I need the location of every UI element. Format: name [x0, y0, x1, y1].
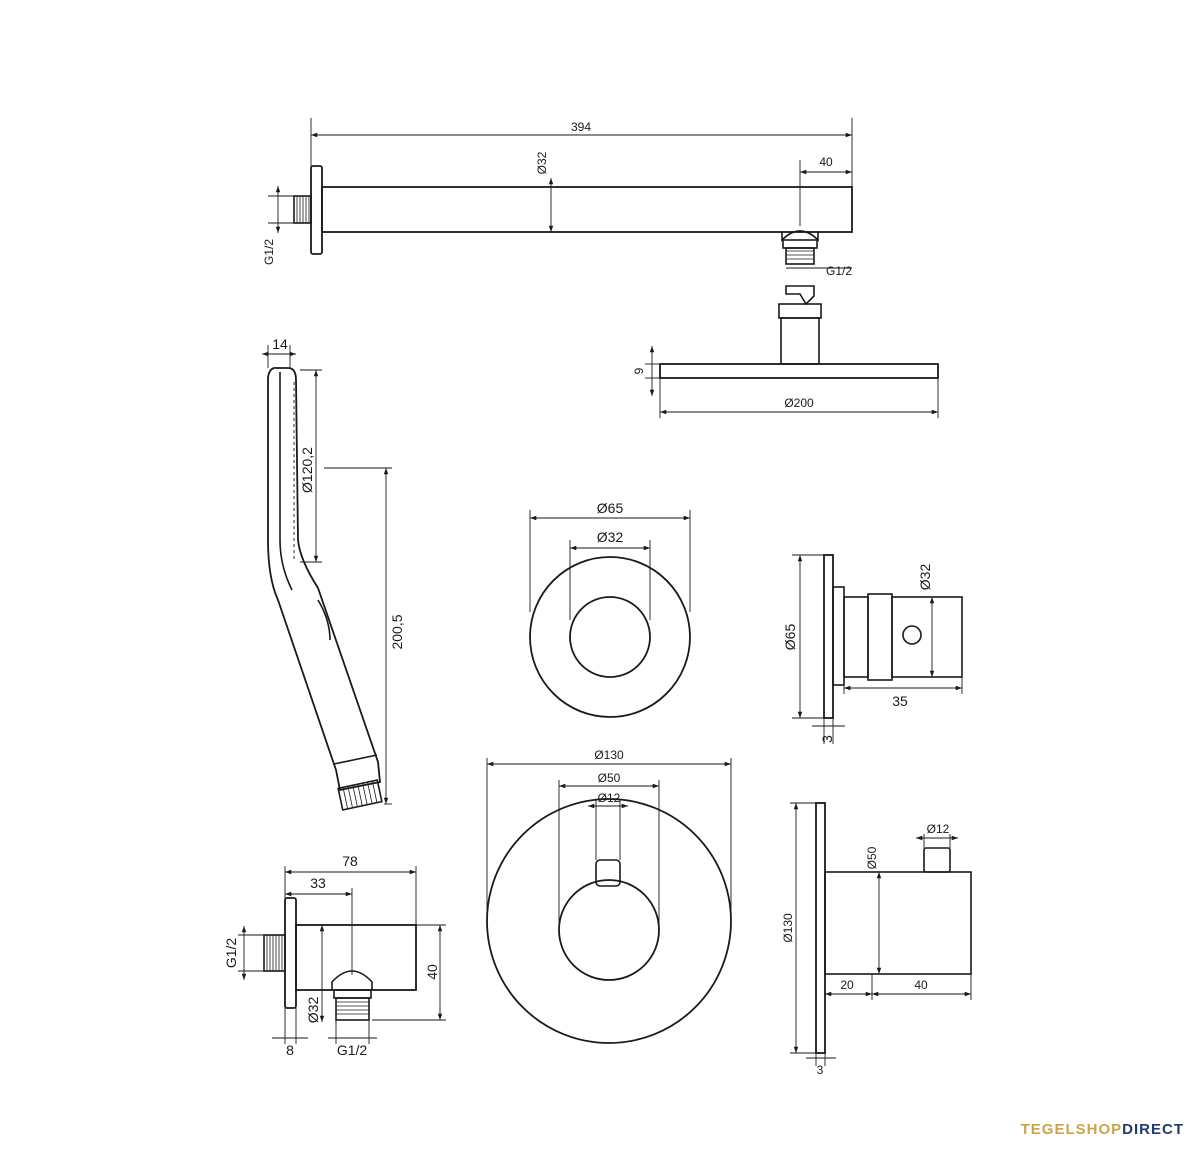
thermo-side-depth-b-label: 40 — [914, 978, 928, 992]
valve-depth-label: 35 — [892, 693, 908, 709]
shower-arm: 394 Ø32 40 G1/2 G1/2 — [262, 118, 853, 278]
thermo-spindle-label: Ø12 — [598, 791, 621, 805]
arm-outlet-offset-label: 40 — [819, 155, 833, 169]
hand-shower: 14 Ø120,2 200,5 — [262, 336, 405, 811]
elbow-outlet-thread-label: G1/2 — [337, 1042, 368, 1058]
thermo-side-spindle-label: Ø12 — [927, 822, 950, 836]
thermo-side-body-label: Ø50 — [865, 846, 879, 869]
brand-logo[interactable]: TEGELSHOPDIRECT — [1021, 1121, 1184, 1138]
arm-outlet-thread-label: G1/2 — [826, 264, 852, 278]
hand-shower-thread — [342, 781, 378, 809]
elbow-outlet-diameter-label: Ø32 — [305, 997, 321, 1024]
elbow-offset-label: 33 — [310, 875, 326, 891]
shower-head: 9 Ø200 — [632, 285, 939, 418]
hand-width-label: 14 — [272, 336, 288, 352]
hand-length-label: 200,5 — [389, 614, 405, 649]
valve-plate-diameter-label: Ø65 — [782, 624, 798, 651]
elbow-wall-thread-label: G1/2 — [223, 938, 239, 969]
valve-body-diameter-label: Ø32 — [917, 564, 933, 591]
thermostat-front: Ø130 Ø50 Ø12 — [486, 748, 732, 1044]
brand-part-2: DIRECT — [1122, 1121, 1184, 1138]
arm-wall-thread-label: G1/2 — [262, 239, 276, 265]
thermo-outer-label: Ø130 — [594, 748, 624, 762]
arm-length-label: 394 — [571, 120, 591, 134]
wall-elbow: 78 33 G1/2 40 Ø32 8 G1/2 — [223, 853, 446, 1058]
elbow-length-label: 78 — [342, 853, 358, 869]
thermo-side-plate-thickness-label: 3 — [817, 1063, 824, 1077]
rosette-inner-label: Ø32 — [597, 529, 624, 545]
wall-thread-elbow — [266, 935, 283, 971]
thermo-side-plate-label: Ø130 — [781, 913, 795, 943]
hand-face-diameter-label: Ø120,2 — [299, 447, 315, 493]
outlet-thread-elbow — [336, 1001, 369, 1015]
elbow-plate-thickness-label: 8 — [286, 1042, 294, 1058]
thermostat-side: Ø130 Ø50 Ø12 20 40 3 — [781, 802, 972, 1077]
brand-part-1: TEGELSHOP — [1020, 1121, 1123, 1138]
valve-plate-thickness-label: 3 — [819, 735, 835, 743]
head-diameter-label: Ø200 — [784, 396, 814, 410]
rosette-outer-label: Ø65 — [597, 500, 624, 516]
head-thickness-label: 9 — [632, 367, 646, 374]
elbow-height-label: 40 — [424, 964, 440, 980]
valve-side: Ø65 Ø32 35 3 — [782, 554, 963, 744]
thermo-side-depth-a-label: 20 — [840, 978, 854, 992]
wall-thread-arm — [296, 196, 310, 223]
rosette-front: Ø65 Ø32 — [529, 500, 691, 718]
outlet-thread-arm — [786, 250, 814, 260]
thermo-body-label: Ø50 — [598, 771, 621, 785]
arm-diameter-label: Ø32 — [535, 151, 549, 174]
